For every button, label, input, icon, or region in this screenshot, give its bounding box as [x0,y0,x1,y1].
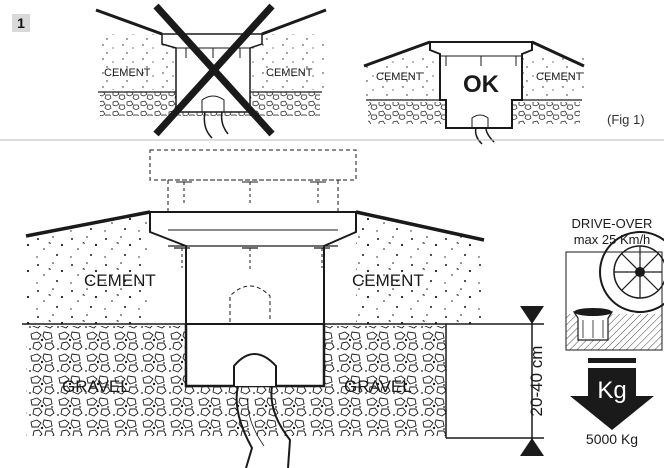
load-unit-label: Kg [597,377,626,404]
correct-installation-example: OK CEMENT CEMENT [363,40,585,145]
main-gravel-right-label: GRAVEL [344,377,412,396]
wrong-cement-left-label: CEMENT [104,67,151,79]
wrong-installation-example: CEMENT CEMENT [95,3,327,139]
drive-over-panel: DRIVE-OVER max 25 Km/h Kg 5000 Kg [565,216,664,447]
main-cross-section: CEMENT CEMENT GRAVEL GRAVEL 20-40 cm [22,149,546,468]
figure-reference: (Fig 1) [607,112,645,127]
drive-over-speed: max 25 Km/h [574,232,651,247]
ok-label: OK [463,71,500,98]
depth-dimension: 20-40 cm [520,306,546,456]
correct-cement-right-label: CEMENT [536,71,583,83]
load-value-label: 5000 Kg [586,431,638,447]
correct-cement-left-label: CEMENT [376,71,423,83]
main-gravel-left-label: GRAVEL [62,377,130,396]
main-cement-right-label: CEMENT [352,271,424,290]
drive-over-title: DRIVE-OVER [572,216,653,231]
wrong-cement-right-label: CEMENT [266,67,313,79]
wheel-icon [599,231,664,313]
step-number-badge: 1 [12,14,30,32]
depth-label: 20-40 cm [527,346,546,417]
load-arrow-icon [570,368,654,430]
main-cement-left-label: CEMENT [84,271,156,290]
